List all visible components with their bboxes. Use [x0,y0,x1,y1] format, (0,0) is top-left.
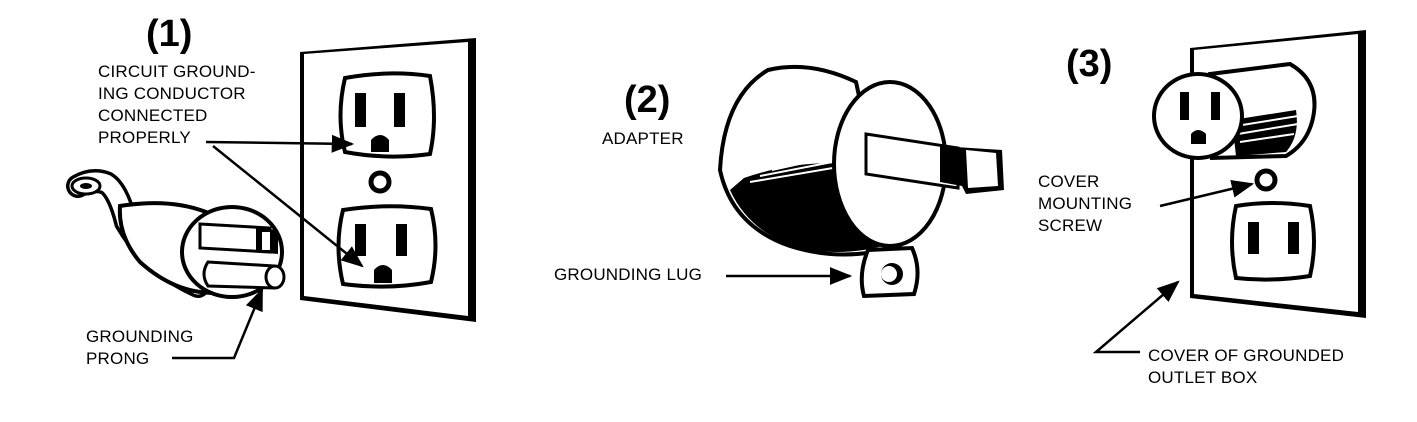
figure-number-2: (2) [624,79,671,121]
adapter-inserted [1152,61,1317,161]
outlet-upper-1 [338,71,436,159]
leader-grounding-prong [172,287,264,360]
grounding-lug [859,245,920,299]
leader-cover-screw [1159,179,1255,208]
leader-conductor-lower [212,145,364,268]
label-cover-mounting-screw: COVER MOUNTING SCREW [1038,172,1133,235]
figure-number-1: (1) [146,13,193,55]
label-outlet-box-cover: COVER OF GROUNDED OUTLET BOX [1148,346,1345,387]
outlet-lower-3 [1230,201,1316,282]
label-grounding-prong: GROUNDING PRONG [86,327,194,368]
label-grounding-conductor: CIRCUIT GROUND- ING CONDUCTOR CONNECTED … [98,62,256,147]
label-grounding-lug: GROUNDING LUG [554,265,703,284]
leader-outlet-box [1092,280,1180,354]
outlet-lower-1 [336,204,438,289]
cover-screw-1 [368,170,392,194]
adapter-body [717,64,1004,257]
figure-number-3: (3) [1066,43,1113,85]
leader-conductor-upper [205,134,355,153]
plug-with-cord [66,169,286,299]
label-adapter: ADAPTER [602,129,684,148]
cover-screw-3 [1254,168,1278,192]
